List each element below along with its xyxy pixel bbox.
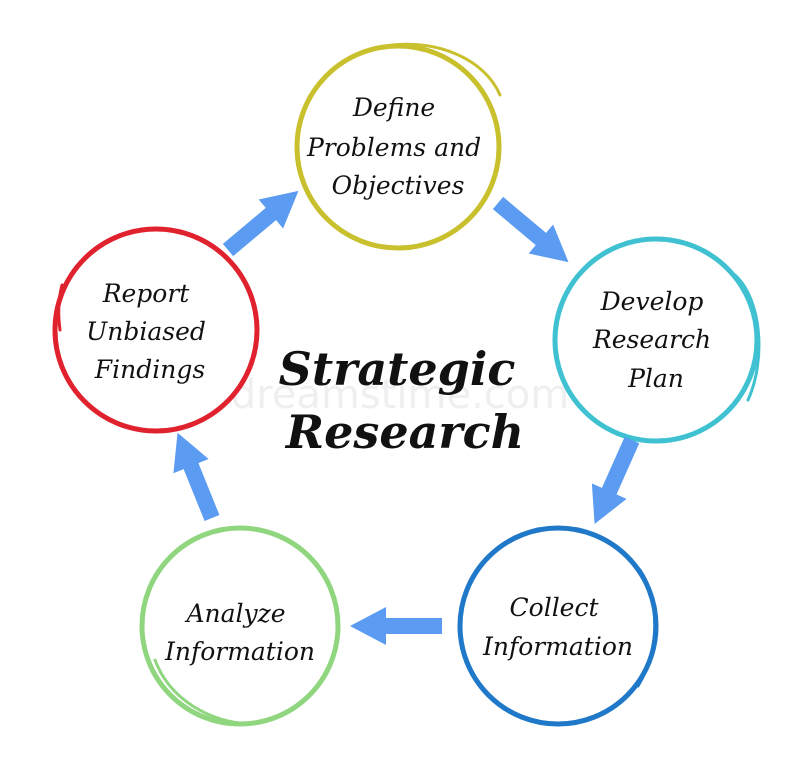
node-report-label: Report Unbiased Findings xyxy=(86,279,214,384)
center-title: Strategic Research xyxy=(279,342,532,459)
node-analyze: Analyze Information xyxy=(139,525,341,727)
node-define-ring-tail xyxy=(390,42,502,97)
arrow-collect-to-analyze-shape xyxy=(350,607,442,645)
node-define-ring xyxy=(294,43,502,251)
node-define: Define Problems and Objectives xyxy=(294,42,502,251)
arrow-report-to-define-shape xyxy=(222,190,299,257)
arrow-define-to-develop xyxy=(492,196,569,263)
node-develop: Develop Research Plan xyxy=(552,236,761,444)
arrow-define-to-develop-shape xyxy=(492,196,569,263)
node-report-ring xyxy=(52,226,260,434)
node-collect: Collect Information xyxy=(457,525,659,727)
node-collect-label: Collect Information xyxy=(482,593,633,661)
arrow-develop-to-collect xyxy=(591,436,640,525)
node-develop-label: Develop Research Plan xyxy=(592,287,719,393)
node-develop-ring-tail xyxy=(733,273,761,402)
arrow-report-to-define xyxy=(222,190,299,257)
arrow-collect-to-analyze xyxy=(350,607,442,645)
arrow-analyze-to-report xyxy=(173,432,220,521)
node-report: Report Unbiased Findings xyxy=(52,226,260,434)
node-develop-ring xyxy=(552,236,760,444)
flow-arrows xyxy=(173,190,640,645)
node-collect-ring xyxy=(457,525,659,727)
arrow-analyze-to-report-shape xyxy=(173,432,220,521)
node-report-ring-tail xyxy=(57,283,64,332)
node-define-label: Define Problems and Objectives xyxy=(306,93,489,200)
node-analyze-ring-tail xyxy=(153,658,252,726)
watermark-text: dreamstime.com xyxy=(231,372,569,418)
arrow-develop-to-collect-shape xyxy=(591,436,640,525)
node-collect-ring-tail xyxy=(636,568,657,688)
node-analyze-label: Analyze Information xyxy=(164,599,315,666)
